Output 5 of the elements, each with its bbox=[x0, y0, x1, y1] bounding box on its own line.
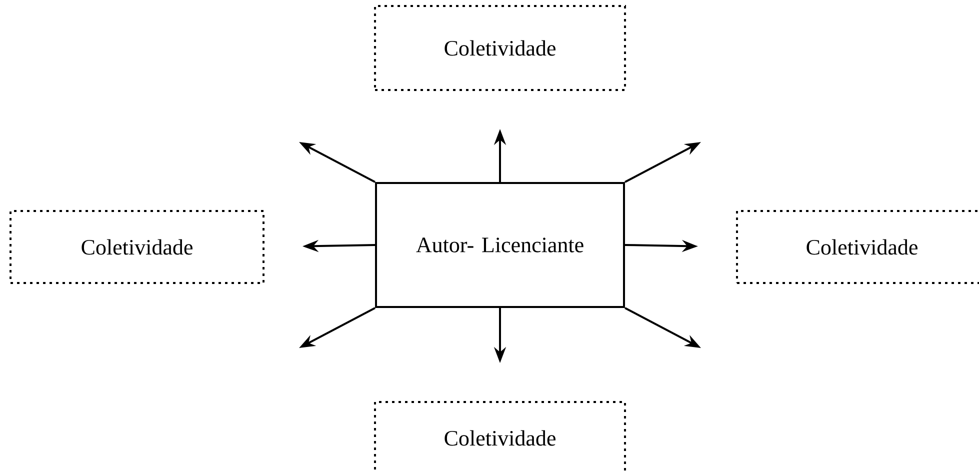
dotted-box: Coletividade bbox=[736, 210, 979, 284]
dotted-box: Coletividade bbox=[374, 5, 626, 91]
process-box: Autor- Licenciante bbox=[375, 182, 625, 308]
dotted-box: Coletividade bbox=[10, 210, 264, 284]
dotted-box: Coletividade bbox=[374, 400, 626, 473]
